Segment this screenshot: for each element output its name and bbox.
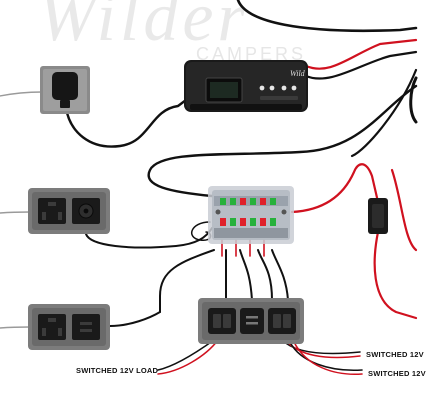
switch-1	[208, 308, 236, 334]
switch-feed-3	[257, 249, 273, 301]
label-switched-load-right-1: SWITCHED 12V	[366, 350, 424, 359]
usb-socket-panel	[28, 188, 110, 234]
inline-fuse-holder	[368, 198, 388, 234]
mains-lead-bottom	[0, 326, 31, 329]
plug-body	[52, 72, 78, 100]
label-switched-load-bottom: SWITCHED 12V LOAD	[76, 366, 159, 375]
switch-panel	[198, 298, 304, 344]
fuse-box-loop	[190, 221, 212, 241]
switch-feed-4	[271, 249, 289, 301]
switch-2	[268, 308, 296, 334]
fuse-row-bottom	[220, 218, 276, 226]
charger-button-1	[259, 85, 265, 91]
charger-button-4	[291, 85, 297, 91]
lower-mains-outlet	[38, 314, 66, 340]
lower-socket-cable	[109, 311, 161, 327]
load-out-right2-red	[293, 341, 363, 375]
watermark-brand: Wilder	[38, 0, 249, 56]
watermark-sub: CAMPERS	[196, 44, 307, 64]
switch-feed-2	[239, 249, 253, 301]
mains-lead-top	[0, 91, 43, 97]
diagram-canvas: Wild	[0, 0, 418, 375]
fuse-box	[208, 186, 294, 244]
edge-arc	[409, 76, 418, 124]
mains-plug-socket	[40, 66, 90, 114]
charger-logo: Wild	[290, 69, 306, 78]
usb-charger-port	[240, 308, 264, 334]
socket-feed-cable	[85, 227, 213, 249]
load-out-right1-red	[285, 339, 361, 359]
charger-button-3	[281, 85, 287, 91]
fuse-feed-positive	[290, 163, 380, 214]
label-switched-load-right-2: SWITCHED 12V	[368, 369, 426, 378]
right-black-cable	[350, 68, 418, 158]
plug-to-charger-cable	[64, 98, 188, 148]
battery-positive-cable	[373, 230, 418, 320]
battery-charger: Wild	[184, 60, 308, 112]
mains-socket-outlet	[38, 198, 66, 224]
lower-socket-panel	[28, 304, 110, 350]
charger-button-2	[269, 85, 275, 91]
load-out-bottom-red	[157, 339, 219, 375]
charger-output-positive	[304, 38, 418, 70]
top-black-cable	[236, 0, 418, 33]
usb-outlet	[72, 314, 100, 340]
charger-output-negative	[304, 50, 418, 80]
negative-bus-cable	[147, 84, 418, 198]
load-out-right2-black	[289, 341, 363, 371]
lower-socket-feed	[159, 249, 215, 313]
mains-lead-mid	[0, 211, 31, 214]
battery-positive-cable-2	[390, 168, 418, 252]
wiring-diagram: Wilder CAMPERS	[0, 0, 426, 378]
fuse-row-top	[220, 198, 276, 205]
